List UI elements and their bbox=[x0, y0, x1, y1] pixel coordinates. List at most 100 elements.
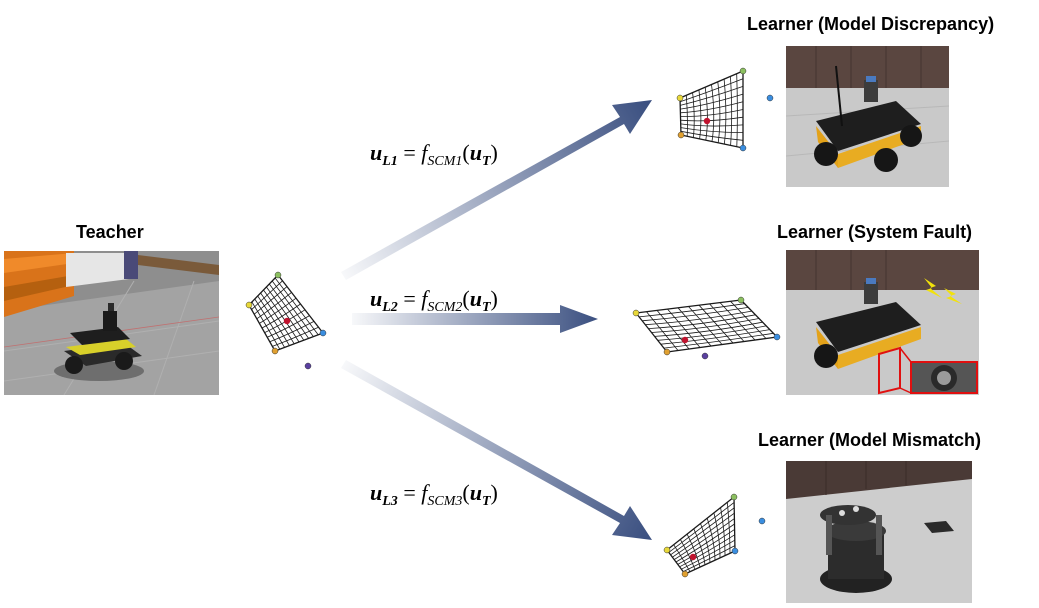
corner-point bbox=[739, 144, 747, 152]
grid-line bbox=[253, 286, 288, 315]
grid-line bbox=[683, 545, 736, 572]
corner-point bbox=[319, 329, 327, 337]
grid-line bbox=[667, 308, 701, 348]
grid-line bbox=[675, 523, 735, 563]
grid-line bbox=[656, 310, 690, 350]
grid-line bbox=[670, 507, 735, 556]
corner-point bbox=[304, 362, 312, 370]
grid-line bbox=[698, 89, 702, 139]
corner-point bbox=[245, 301, 253, 309]
grid-line bbox=[693, 528, 706, 565]
grid-line bbox=[723, 79, 727, 145]
grid-line bbox=[692, 92, 695, 138]
grid-line bbox=[673, 518, 735, 560]
action-point bbox=[703, 117, 711, 125]
grid-line bbox=[684, 550, 736, 575]
eq1-var-sub: L1 bbox=[382, 154, 398, 169]
grid-line bbox=[259, 297, 297, 324]
eq3-func-sub: SCM3 bbox=[427, 494, 463, 509]
action-point bbox=[681, 336, 689, 344]
grid-line bbox=[680, 109, 744, 117]
corner-point bbox=[632, 309, 640, 317]
eq1-u: u bbox=[370, 140, 383, 165]
grid-line bbox=[635, 312, 668, 353]
grid-line bbox=[677, 307, 712, 347]
corner-point bbox=[737, 296, 745, 304]
grid-line bbox=[254, 298, 285, 348]
learner3-title: Learner (Model Mismatch) bbox=[758, 430, 982, 450]
grid-line bbox=[680, 134, 744, 149]
learner1-action-grid bbox=[676, 67, 774, 152]
grid-line bbox=[268, 283, 309, 339]
corner-point bbox=[731, 547, 739, 555]
corner-point bbox=[701, 352, 709, 360]
corner-point bbox=[271, 347, 279, 355]
eq2-func-sub: SCM2 bbox=[427, 300, 463, 315]
grid-line bbox=[651, 318, 760, 333]
grid-line bbox=[672, 512, 735, 558]
grid-line bbox=[730, 76, 733, 146]
grid-line bbox=[711, 84, 715, 142]
grid-line bbox=[680, 123, 744, 127]
corner-point bbox=[676, 94, 684, 102]
grid-line bbox=[666, 336, 778, 353]
grid-line bbox=[736, 73, 738, 147]
teacher-title: Teacher bbox=[76, 222, 144, 242]
arrow-to-learner2 bbox=[352, 305, 598, 333]
learner2-title: Learner (System Fault) bbox=[777, 222, 973, 242]
grid-line bbox=[263, 289, 300, 343]
teacher-action-grid bbox=[245, 271, 327, 370]
grid-line bbox=[654, 321, 763, 337]
grid-line bbox=[679, 534, 735, 568]
corner-point bbox=[758, 517, 766, 525]
corner-point bbox=[274, 271, 282, 279]
grid-line bbox=[681, 539, 736, 570]
corner-point bbox=[773, 333, 781, 341]
grid-line bbox=[267, 315, 310, 338]
grid-line bbox=[680, 127, 744, 133]
grid-line bbox=[274, 332, 324, 352]
grid-line bbox=[713, 512, 721, 558]
grid-line bbox=[680, 86, 744, 106]
grid-line bbox=[680, 539, 696, 570]
grid-line bbox=[698, 304, 734, 344]
equation-2: uL2 = fSCM2(uT) bbox=[370, 286, 498, 315]
grid-line bbox=[668, 502, 735, 553]
grid-line bbox=[706, 518, 716, 561]
grid-line bbox=[686, 533, 701, 568]
arrow-to-learner1 bbox=[341, 100, 652, 280]
learner3-action-grid bbox=[663, 493, 766, 578]
corner-point bbox=[766, 94, 774, 102]
eq3-u: u bbox=[370, 480, 383, 505]
grid-line bbox=[646, 311, 679, 351]
grid-line bbox=[680, 116, 744, 122]
grid-line bbox=[679, 97, 682, 136]
eq1-func-sub: SCM1 bbox=[427, 154, 463, 169]
grid-line bbox=[264, 309, 306, 333]
action-point bbox=[689, 553, 697, 561]
grid-line bbox=[677, 529, 735, 565]
learner3-robot-photo bbox=[786, 461, 972, 603]
grid-line bbox=[720, 507, 726, 556]
grid-line bbox=[269, 321, 315, 343]
corner-point bbox=[663, 348, 671, 356]
grid-line bbox=[272, 326, 319, 347]
grid-line bbox=[261, 303, 301, 329]
grid-line bbox=[680, 130, 744, 141]
grid-line bbox=[704, 87, 708, 141]
grid-line bbox=[257, 295, 290, 346]
grid-line bbox=[648, 314, 756, 329]
arrow-to-learner3 bbox=[341, 360, 652, 540]
grid-line bbox=[685, 95, 688, 137]
grid-line bbox=[726, 502, 731, 554]
grid-line bbox=[680, 101, 744, 114]
teacher-sim-image bbox=[4, 251, 219, 395]
eq3-var-sub: L3 bbox=[382, 494, 398, 509]
grid-line bbox=[673, 544, 691, 572]
grid-line bbox=[700, 523, 711, 563]
grid-line bbox=[266, 286, 305, 341]
grid-line bbox=[271, 280, 314, 337]
grid-line bbox=[717, 81, 721, 143]
grid-line bbox=[680, 93, 744, 110]
